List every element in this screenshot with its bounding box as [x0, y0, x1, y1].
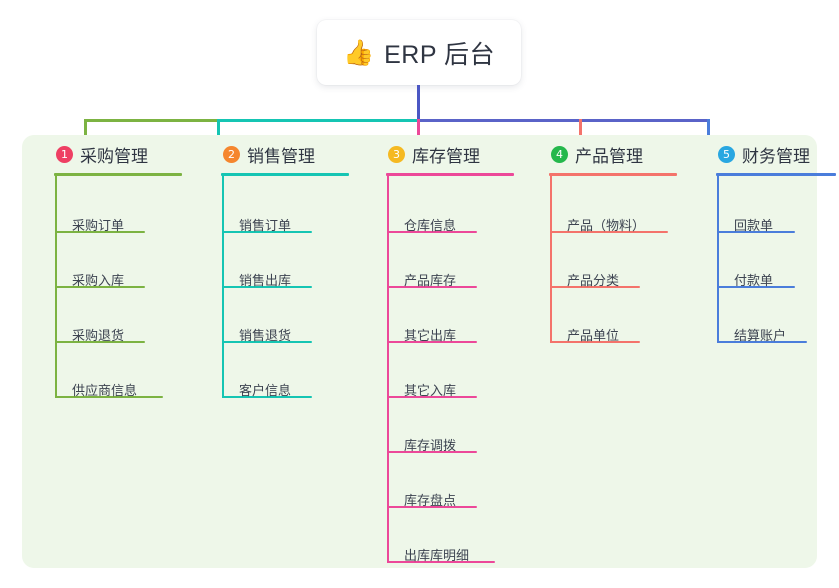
column-header-1[interactable]: 1 采购管理 [40, 135, 148, 173]
column-header-5[interactable]: 5 财务管理 [702, 135, 810, 173]
leaf-label: 结算账户 [734, 328, 787, 343]
column-spine-4 [550, 173, 552, 343]
column-3: 3 库存管理仓库信息产品库存其它出库其它入库库存调拨库存盘点出库库明细 [372, 135, 514, 563]
leaf-label: 库存盘点 [404, 493, 457, 508]
leaf-rule [222, 396, 312, 398]
leaf-rule [717, 286, 795, 288]
leaf-label: 销售出库 [239, 273, 292, 288]
column-spine-2 [222, 173, 224, 398]
leaf-rule [387, 231, 477, 233]
column-1: 1 采购管理采购订单采购入库采购退货供应商信息 [40, 135, 182, 398]
leaf-label: 供应商信息 [72, 383, 138, 398]
trunk-line [417, 85, 420, 121]
column-title-5: 财务管理 [742, 146, 810, 166]
leaf-rule [55, 396, 163, 398]
leaf-label: 产品分类 [567, 273, 620, 288]
column-header-2[interactable]: 2 销售管理 [207, 135, 315, 173]
leaf-label: 其它出库 [404, 328, 457, 343]
leaf-label: 其它入库 [404, 383, 457, 398]
leaf-label: 采购入库 [72, 273, 125, 288]
drop-line-4 [579, 119, 582, 141]
leaf-rule [387, 396, 477, 398]
column-header-3[interactable]: 3 库存管理 [372, 135, 480, 173]
bus-segment-purple [418, 119, 710, 122]
leaf-rule [550, 341, 640, 343]
column-rule-4 [549, 173, 677, 176]
column-badge-1: 1 [56, 145, 73, 163]
leaf-label: 采购订单 [72, 218, 125, 233]
root-node[interactable]: 👍 ERP 后台 [317, 20, 521, 85]
root-title: ERP 后台 [384, 40, 496, 69]
column-5: 5 财务管理回款单付款单结算账户 [702, 135, 836, 343]
leaf-label: 回款单 [734, 218, 774, 233]
bus-segment-teal [217, 119, 420, 122]
column-header-4[interactable]: 4 产品管理 [535, 135, 643, 173]
leaf-rule [387, 451, 477, 453]
leaf-label: 产品单位 [567, 328, 620, 343]
column-rule-1 [54, 173, 182, 176]
leaf-label: 付款单 [734, 273, 774, 288]
column-title-4: 产品管理 [575, 146, 643, 166]
column-4: 4 产品管理产品（物料） 产品分类产品单位 [535, 135, 677, 343]
leaf-rule [387, 561, 495, 563]
column-badge-2: 2 [223, 145, 240, 163]
diagram-panel: 1 采购管理采购订单采购入库采购退货供应商信息 2 销售管理销售订单销售出库销售退货客… [22, 135, 836, 568]
leaf-label: 采购退货 [72, 328, 125, 343]
column-2: 2 销售管理销售订单销售出库销售退货客户信息 [207, 135, 349, 398]
column-badge-3: 3 [388, 145, 405, 163]
leaf-rule [222, 231, 312, 233]
drop-line-2 [217, 119, 220, 141]
leaf-rule [550, 231, 668, 233]
leaf-label: 仓库信息 [404, 218, 457, 233]
leaf-label: 产品（物料） [567, 218, 646, 233]
column-badge-4: 4 [551, 145, 568, 163]
column-title-3: 库存管理 [412, 146, 480, 166]
bus-segment-green [84, 119, 219, 122]
leaf-label: 产品库存 [404, 273, 457, 288]
column-title-1: 采购管理 [80, 146, 148, 166]
column-title-2: 销售管理 [247, 146, 315, 166]
leaf-rule [222, 286, 312, 288]
leaf-rule [55, 286, 145, 288]
drop-line-5 [707, 119, 710, 141]
leaf-rule [387, 286, 477, 288]
leaf-rule [550, 286, 640, 288]
leaf-rule [717, 231, 795, 233]
leaf-rule [387, 341, 477, 343]
leaf-rule [387, 506, 477, 508]
drop-line-3 [417, 119, 420, 141]
leaf-label: 库存调拨 [404, 438, 457, 453]
leaf-rule [717, 341, 807, 343]
column-rule-5 [716, 173, 836, 176]
column-spine-5 [717, 173, 719, 343]
leaf-label: 销售订单 [239, 218, 292, 233]
leaf-label: 出库库明细 [404, 548, 470, 563]
drop-line-1 [84, 119, 87, 141]
column-rule-2 [221, 173, 349, 176]
thumbs-up-icon: 👍 [342, 39, 375, 67]
leaf-label: 客户信息 [239, 383, 292, 398]
column-rule-3 [386, 173, 514, 176]
leaf-rule [222, 341, 312, 343]
column-spine-1 [55, 173, 57, 398]
leaf-label: 销售退货 [239, 328, 292, 343]
leaf-rule [55, 341, 145, 343]
column-badge-5: 5 [718, 145, 735, 163]
leaf-rule [55, 231, 145, 233]
column-spine-3 [387, 173, 389, 563]
